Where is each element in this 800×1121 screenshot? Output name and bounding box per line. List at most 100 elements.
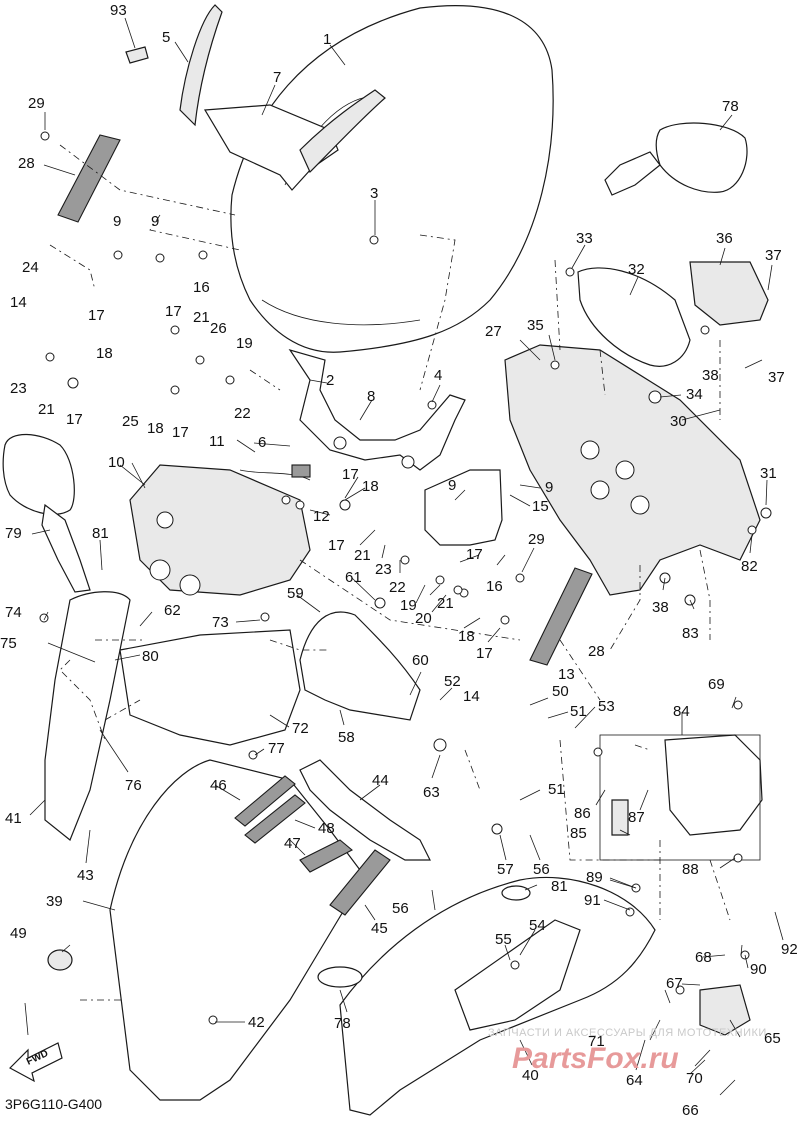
mirror-stem-right — [604, 151, 661, 196]
seal-strip-right — [529, 567, 593, 666]
callout-29: 29 — [528, 531, 545, 548]
callout-5: 5 — [162, 29, 170, 46]
callout-10: 10 — [108, 454, 125, 471]
callout-17: 17 — [328, 537, 345, 554]
callout-62: 62 — [164, 602, 181, 619]
callout-16: 16 — [486, 578, 503, 595]
callout-12: 12 — [313, 508, 330, 525]
plate — [501, 885, 531, 901]
callout-58: 58 — [338, 729, 355, 746]
callout-8: 8 — [367, 388, 375, 405]
callout-59: 59 — [287, 585, 304, 602]
callout-16: 16 — [193, 279, 210, 296]
callout-84: 84 — [673, 703, 690, 720]
seal-strip — [329, 849, 391, 916]
callout-68: 68 — [695, 949, 712, 966]
mirror-stem-left — [41, 503, 91, 593]
callout-38: 38 — [652, 599, 669, 616]
callout-79: 79 — [5, 525, 22, 542]
hardware-bolts — [39, 131, 772, 1025]
seal-strip — [299, 839, 353, 873]
callout-22: 22 — [234, 405, 251, 422]
callout-51: 51 — [548, 781, 565, 798]
callout-63: 63 — [423, 784, 440, 801]
callout-48: 48 — [318, 820, 335, 837]
rear-view-mirror-left — [2, 433, 75, 515]
callout-18: 18 — [362, 478, 379, 495]
callout-33: 33 — [576, 230, 593, 247]
callout-15: 15 — [532, 498, 549, 515]
callout-66: 66 — [682, 1102, 699, 1119]
fuse-holder — [611, 799, 629, 836]
callout-23: 23 — [10, 380, 27, 397]
callout-18: 18 — [96, 345, 113, 362]
callout-52: 52 — [444, 673, 461, 690]
callout-60: 60 — [412, 652, 429, 669]
relay-box — [664, 734, 763, 836]
frame-hole — [590, 480, 610, 500]
callout-13: 13 — [558, 666, 575, 683]
callout-2: 2 — [326, 372, 334, 389]
callout-55: 55 — [495, 931, 512, 948]
callout-67: 67 — [666, 975, 683, 992]
callout-19: 19 — [236, 335, 253, 352]
callout-23: 23 — [375, 561, 392, 578]
air-duct — [577, 267, 691, 367]
emblem — [47, 949, 73, 971]
under-cowling — [454, 919, 581, 1031]
harness-connector — [291, 464, 311, 478]
deflector-strip — [179, 4, 223, 127]
callout-28: 28 — [18, 155, 35, 172]
frame-hole — [580, 440, 600, 460]
callout-17: 17 — [476, 645, 493, 662]
callout-53: 53 — [598, 698, 615, 715]
windscreen — [230, 5, 554, 353]
callout-19: 19 — [400, 597, 417, 614]
assembly-dashed-lines — [49, 144, 731, 1001]
inner-panel-mid — [299, 759, 431, 861]
callout-45: 45 — [371, 920, 388, 937]
cowling-body — [109, 759, 361, 1101]
fwd-arrow-icon — [9, 1042, 63, 1083]
callout-89: 89 — [586, 869, 603, 886]
frame-hole — [630, 495, 650, 515]
frame-hole — [615, 460, 635, 480]
callout-75: 75 — [0, 635, 17, 652]
callout-38: 38 — [702, 367, 719, 384]
seal-strip — [234, 775, 296, 827]
callout-39: 39 — [46, 893, 63, 910]
bracket-lower-right — [699, 984, 751, 1036]
callout-80: 80 — [142, 648, 159, 665]
rear-view-mirror-right — [655, 122, 748, 193]
callout-9: 9 — [545, 479, 553, 496]
stay-hole — [401, 455, 415, 469]
callout-26: 26 — [210, 320, 227, 337]
callout-64: 64 — [626, 1072, 643, 1089]
callout-9: 9 — [151, 213, 159, 230]
callout-20: 20 — [415, 610, 432, 627]
inner-panel — [299, 611, 421, 721]
callout-83: 83 — [682, 625, 699, 642]
meter-panel — [689, 261, 769, 326]
callout-47: 47 — [284, 835, 301, 852]
callout-77: 77 — [268, 740, 285, 757]
callout-91: 91 — [584, 892, 601, 909]
callout-4: 4 — [434, 367, 442, 384]
callout-56: 56 — [533, 861, 550, 878]
stay-bracket — [288, 348, 466, 471]
callout-11: 11 — [209, 433, 225, 450]
callout-88: 88 — [682, 861, 699, 878]
callout-46: 46 — [210, 777, 227, 794]
callout-21: 21 — [354, 547, 371, 564]
callout-28: 28 — [588, 643, 605, 660]
cowling-lower-left — [119, 629, 301, 746]
callout-81: 81 — [551, 878, 568, 895]
callout-36: 36 — [716, 230, 733, 247]
callout-86: 86 — [574, 805, 591, 822]
headlight-bulb — [179, 574, 201, 596]
callout-9: 9 — [113, 213, 121, 230]
callout-3: 3 — [370, 185, 378, 202]
callout-93: 93 — [110, 2, 127, 19]
callout-74: 74 — [5, 604, 22, 621]
